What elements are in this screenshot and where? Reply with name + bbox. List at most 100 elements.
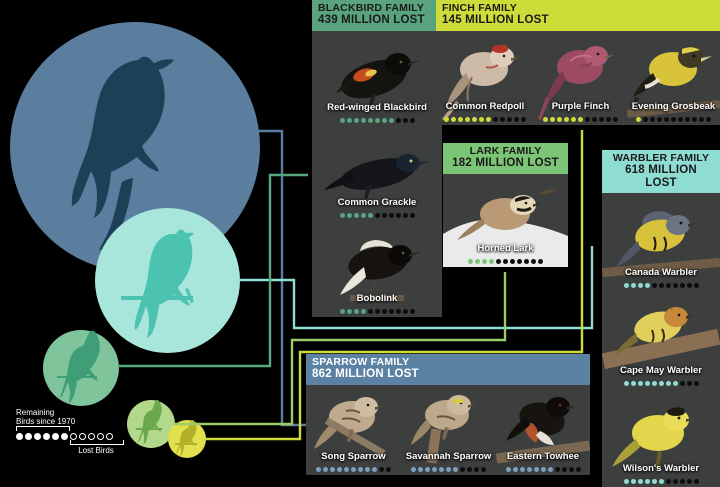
remaining-dot: [358, 466, 363, 472]
lost-dot: [699, 116, 704, 122]
bird-silhouette-icon: [136, 400, 162, 445]
lost-dot: [386, 466, 391, 472]
lost-dot: [517, 258, 522, 264]
species-card[interactable]: Song Sparrow: [306, 384, 401, 475]
remaining-dot: [365, 466, 370, 472]
lost-dot: [467, 466, 472, 472]
remaining-dot: [339, 212, 345, 218]
remaining-dot: [644, 283, 650, 289]
remaining-dot: [637, 381, 643, 387]
family-panel-sparrow[interactable]: SPARROW FAMILY 862 MILLION LOST: [306, 354, 590, 480]
remaining-dot: [367, 117, 373, 123]
remaining-dot: [444, 116, 449, 122]
family-panel-lark[interactable]: LARK FAMILY 182 MILLION LOST: [443, 143, 568, 272]
species-name: Eastern Towhee: [506, 450, 580, 462]
lost-dot: [381, 212, 387, 218]
lost-dot: [692, 116, 697, 122]
remaining-dot: [505, 466, 511, 472]
remaining-dot: [372, 466, 377, 472]
species-name: Canada Warbler: [625, 267, 697, 279]
legend-remaining-label-line1: Remaining: [16, 408, 55, 417]
panel-body-finch: Common Redpoll: [436, 30, 720, 125]
remaining-dot: [346, 308, 352, 314]
species-card[interactable]: Cape May Warbler: [602, 291, 720, 390]
remaining-dot: [636, 116, 641, 122]
panel-header-lark: LARK FAMILY 182 MILLION LOST: [443, 143, 568, 174]
remaining-dot: [658, 381, 664, 387]
species-card[interactable]: Evening Grosbeak: [627, 30, 720, 125]
lost-dot: [599, 116, 604, 122]
lost-dot: [374, 308, 380, 314]
species-card[interactable]: Common Grackle: [312, 125, 442, 221]
species-name: Bobolink: [356, 292, 398, 304]
species-photo: [534, 30, 627, 125]
lost-dot: [493, 116, 498, 122]
remaining-dot: [418, 466, 423, 472]
remaining-dot: [665, 381, 671, 387]
remaining-dot: [353, 308, 359, 314]
species-card[interactable]: Horned Lark: [443, 173, 568, 267]
lost-dot: [379, 466, 384, 472]
remaining-dot: [543, 116, 548, 122]
lost-dot: [679, 381, 685, 387]
lost-dot: [503, 258, 508, 264]
panel-body-lark: Horned Lark: [443, 173, 568, 267]
remaining-dot: [316, 466, 321, 472]
legend-lost-dot: [70, 433, 77, 441]
lost-dot: [507, 116, 512, 122]
species-card[interactable]: Common Redpoll: [436, 30, 534, 125]
bubble-lark: [127, 400, 175, 448]
species-card[interactable]: Purple Finch: [534, 30, 627, 125]
remaining-dot: [446, 466, 451, 472]
family-name: SPARROW FAMILY: [312, 356, 410, 368]
lost-dot: [561, 466, 567, 472]
lost-dot: [685, 116, 690, 122]
lost-dot: [657, 116, 662, 122]
remaining-dot: [465, 116, 470, 122]
remaining-dot: [339, 308, 345, 314]
lost-dot: [671, 116, 676, 122]
family-name: LARK FAMILY: [469, 145, 542, 157]
legend-remaining-dot: [43, 433, 50, 441]
remaining-dot: [475, 258, 480, 264]
lost-dot: [474, 466, 479, 472]
family-name: FINCH FAMILY: [442, 2, 517, 14]
lost-dot: [664, 116, 669, 122]
lost-dot: [500, 116, 505, 122]
species-card[interactable]: Bobolink: [312, 220, 442, 317]
legend-remaining-dot: [16, 433, 23, 441]
purple-finch-photo: [534, 30, 627, 125]
lost-dot: [521, 116, 526, 122]
species-dots: [401, 466, 496, 472]
lost-dot: [402, 212, 408, 218]
remaining-dot: [547, 466, 553, 472]
family-panel-finch[interactable]: FINCH FAMILY 145 MILLION LOST: [436, 0, 720, 130]
species-photo: [401, 384, 496, 475]
remaining-dot: [346, 212, 352, 218]
species-name: Common Redpoll: [445, 100, 525, 112]
species-dots: [627, 116, 720, 122]
legend-lost-label: Lost Birds: [78, 446, 114, 456]
remaining-dot: [540, 466, 546, 472]
remaining-dot: [330, 466, 335, 472]
species-photo: [312, 125, 442, 221]
remaining-dot: [486, 116, 491, 122]
species-card[interactable]: Red-winged Blackbird: [312, 30, 442, 126]
remaining-dot: [564, 116, 569, 122]
lost-dot: [524, 258, 529, 264]
species-card[interactable]: Canada Warbler: [602, 193, 720, 292]
remaining-dot: [346, 117, 352, 123]
lost-dot: [575, 466, 581, 472]
species-card[interactable]: Savannah Sparrow: [401, 384, 496, 475]
remaining-dot: [411, 466, 416, 472]
remaining-dot: [630, 283, 636, 289]
family-panel-warbler[interactable]: WARBLER FAMILY 618 MILLION LOST: [602, 150, 720, 487]
wilsons-warbler-photo: [602, 389, 720, 487]
species-card[interactable]: Eastern Towhee: [496, 384, 590, 475]
species-card[interactable]: Wilson's Warbler: [602, 389, 720, 487]
common-grackle-photo: [312, 125, 442, 221]
family-panel-blackbird[interactable]: BLACKBIRD FAMILY 439 MILLION LOST: [312, 0, 442, 322]
lost-dot: [402, 308, 408, 314]
species-name: Red-winged Blackbird: [327, 101, 427, 113]
